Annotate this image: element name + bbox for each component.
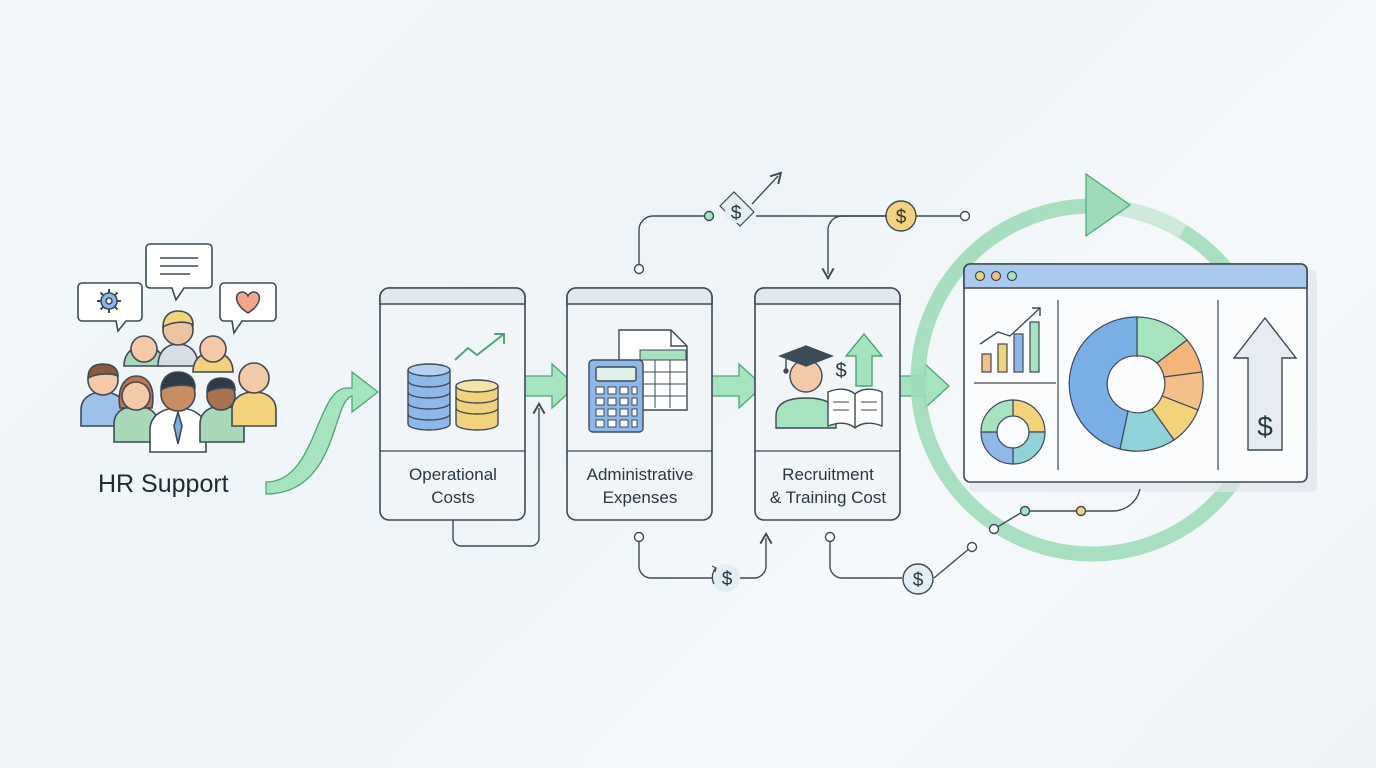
connector-bottom-recruit-up: [933, 547, 971, 579]
stage-label-line2: Expenses: [602, 488, 678, 507]
bar-chart-icon: [979, 307, 1041, 373]
recruitment-dollar-symbol: $: [835, 360, 846, 382]
stage-label-line1: Recruitment: [782, 465, 874, 484]
stage-label-line1: Operational: [409, 465, 497, 484]
hr-support-label: HR Support: [98, 470, 229, 498]
dollar-circle-icon: [902, 563, 934, 595]
dollar-top-right: $: [896, 207, 907, 228]
stage-label-administrative: Administrative Expenses: [567, 463, 713, 509]
graduate-icon: [775, 345, 837, 429]
stage-label-operational: Operational Costs: [380, 463, 526, 509]
dollar-bottom-recruit: $: [913, 570, 924, 591]
dashboard-window[interactable]: $: [963, 263, 1317, 492]
person-front-5: [231, 362, 277, 427]
flow-arrow-2: [710, 362, 764, 410]
flow-arrow-1: [523, 362, 577, 410]
stage-card-recruitment[interactable]: $: [754, 287, 901, 521]
dollar-coin-icon: [885, 200, 917, 232]
person-back-2: [157, 310, 199, 367]
dashboard-dollar-symbol: $: [1257, 411, 1273, 442]
person-front-1: [80, 363, 126, 427]
browser-window-icon: [963, 263, 1308, 289]
calculator-icon: [588, 359, 644, 433]
dollar-bottom-admin: $: [722, 569, 733, 590]
connector-lines: [452, 171, 1141, 579]
dollar-cycle-icon: [711, 564, 740, 592]
heart-icon: [219, 282, 277, 336]
connector-top-left: [638, 215, 709, 268]
growth-up-arrow-icon: [1232, 316, 1298, 451]
connector-ring-inner: [993, 488, 1141, 530]
connector-bottom-admin: [638, 538, 713, 579]
connector-top-down: [821, 215, 886, 281]
gear-icon: [77, 282, 143, 333]
stage-label-line2: & Training Cost: [769, 488, 887, 507]
connector-bottom-admin-up: [740, 531, 773, 579]
person-back-3: [192, 335, 234, 373]
donut-chart-icon: [1068, 316, 1204, 452]
dollar-top-left: $: [731, 203, 742, 224]
stage-card-operational[interactable]: [379, 287, 526, 521]
stage-label-line1: Administrative: [586, 465, 694, 484]
cycle-arrowhead: [1085, 172, 1132, 238]
stage-card-administrative[interactable]: [566, 287, 713, 521]
donut-chart-icon-small: [980, 399, 1046, 465]
connector-bottom-recruit: [829, 538, 902, 579]
trend-arrow-icon: [454, 333, 505, 361]
book-icon: [827, 388, 883, 429]
dollar-icon: [719, 191, 755, 227]
coin-stack-icon: [407, 363, 499, 431]
person-front-2: [113, 375, 159, 443]
hr-flow-curve: [265, 370, 380, 495]
up-arrow-icon: [844, 332, 884, 387]
person-front-3: [149, 371, 207, 453]
connector-operational-return: [452, 401, 546, 547]
stage-label-line2: Costs: [431, 488, 475, 507]
connector-top-diagonal: [751, 171, 783, 205]
hr-support-group: [77, 243, 277, 453]
message-icon: [145, 243, 213, 302]
stage-label-recruitment: Recruitment & Training Cost: [755, 463, 901, 509]
